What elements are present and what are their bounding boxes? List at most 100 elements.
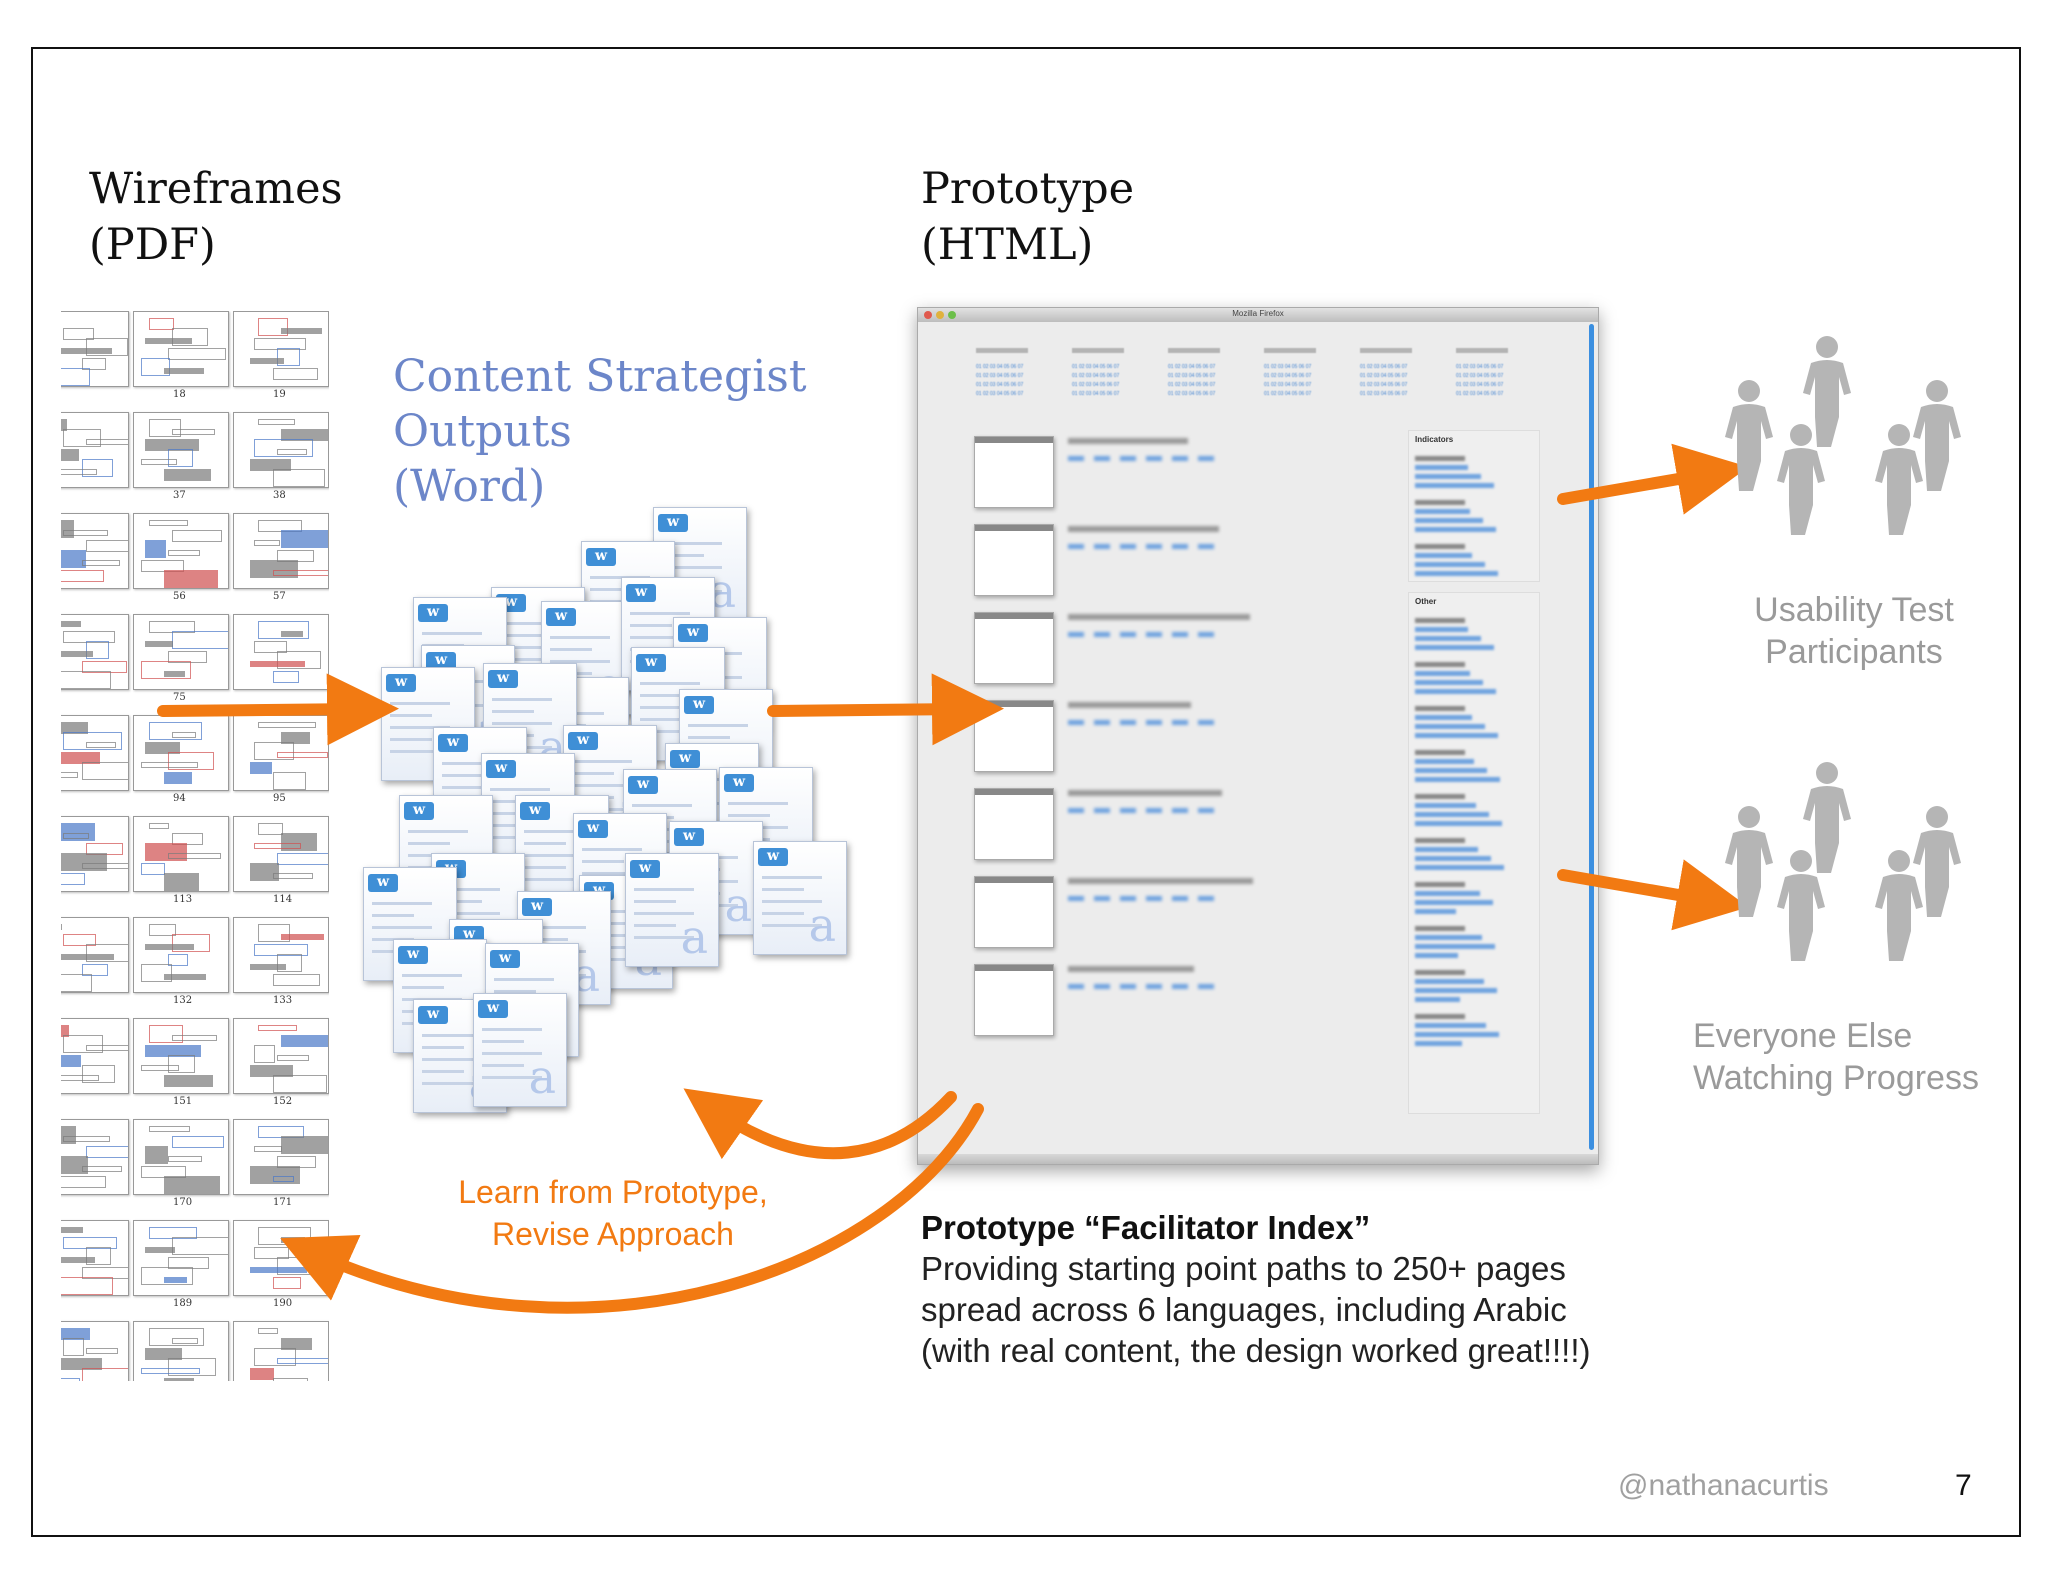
sidebar-link[interactable]	[1415, 733, 1498, 738]
sidebar-link[interactable]	[1415, 500, 1465, 505]
prototype-language-link[interactable]	[1094, 544, 1110, 549]
sidebar-link[interactable]	[1415, 1023, 1486, 1028]
prototype-language-link[interactable]	[1068, 544, 1084, 549]
prototype-language-link[interactable]	[1068, 808, 1084, 813]
sidebar-link[interactable]	[1415, 465, 1468, 470]
prototype-language-link[interactable]	[1094, 720, 1110, 725]
prototype-page-thumb[interactable]	[974, 964, 1054, 1036]
sidebar-link[interactable]	[1415, 759, 1474, 764]
sidebar-link[interactable]	[1415, 900, 1493, 905]
sidebar-link[interactable]	[1415, 671, 1470, 676]
prototype-page-row[interactable]	[974, 612, 1414, 688]
prototype-language-link[interactable]	[1198, 544, 1214, 549]
language-link[interactable]: 01 02 03 04 05 06 07	[1264, 382, 1312, 388]
sidebar-link[interactable]	[1415, 794, 1465, 799]
sidebar-link[interactable]	[1415, 627, 1468, 632]
language-link[interactable]: 01 02 03 04 05 06 07	[1072, 391, 1120, 397]
prototype-language-link[interactable]	[1172, 984, 1188, 989]
sidebar-link[interactable]	[1415, 970, 1465, 975]
sidebar-link[interactable]	[1415, 474, 1481, 479]
prototype-language-link[interactable]	[1094, 456, 1110, 461]
prototype-language-link[interactable]	[1172, 808, 1188, 813]
prototype-language-link[interactable]	[1146, 720, 1162, 725]
prototype-language-link[interactable]	[1120, 456, 1136, 461]
prototype-page-thumb[interactable]	[974, 612, 1054, 684]
prototype-page-row[interactable]	[974, 876, 1414, 952]
prototype-page-row[interactable]	[974, 788, 1414, 864]
sidebar-link[interactable]	[1415, 944, 1495, 949]
sidebar-link[interactable]	[1415, 891, 1480, 896]
sidebar-link[interactable]	[1415, 865, 1504, 870]
sidebar-link[interactable]	[1415, 456, 1465, 461]
language-link[interactable]: 01 02 03 04 05 06 07	[1456, 391, 1504, 397]
sidebar-link[interactable]	[1415, 838, 1465, 843]
prototype-language-link[interactable]	[1120, 544, 1136, 549]
language-link[interactable]: 01 02 03 04 05 06 07	[1168, 364, 1216, 370]
prototype-language-link[interactable]	[1120, 896, 1136, 901]
language-link[interactable]: 01 02 03 04 05 06 07	[976, 391, 1024, 397]
prototype-language-link[interactable]	[1172, 632, 1188, 637]
sidebar-link[interactable]	[1415, 483, 1494, 488]
sidebar-link[interactable]	[1415, 926, 1465, 931]
language-link[interactable]: 01 02 03 04 05 06 07	[1360, 391, 1408, 397]
prototype-language-link[interactable]	[1198, 808, 1214, 813]
prototype-page-thumb[interactable]	[974, 876, 1054, 948]
prototype-language-link[interactable]	[1172, 544, 1188, 549]
prototype-language-link[interactable]	[1068, 632, 1084, 637]
prototype-language-link[interactable]	[1198, 720, 1214, 725]
prototype-language-link[interactable]	[1068, 720, 1084, 725]
prototype-language-link[interactable]	[1146, 808, 1162, 813]
language-link[interactable]: 01 02 03 04 05 06 07	[1168, 382, 1216, 388]
prototype-language-link[interactable]	[1120, 808, 1136, 813]
prototype-language-link[interactable]	[1094, 808, 1110, 813]
sidebar-link[interactable]	[1415, 645, 1494, 650]
language-link[interactable]: 01 02 03 04 05 06 07	[976, 364, 1024, 370]
prototype-language-link[interactable]	[1198, 984, 1214, 989]
prototype-language-link[interactable]	[1146, 544, 1162, 549]
language-link[interactable]: 01 02 03 04 05 06 07	[1072, 382, 1120, 388]
sidebar-link[interactable]	[1415, 856, 1491, 861]
prototype-language-link[interactable]	[1094, 984, 1110, 989]
sidebar-link[interactable]	[1415, 562, 1485, 567]
language-link[interactable]: 01 02 03 04 05 06 07	[1360, 382, 1408, 388]
prototype-language-link[interactable]	[1172, 720, 1188, 725]
prototype-language-link[interactable]	[1120, 984, 1136, 989]
sidebar-link[interactable]	[1415, 803, 1476, 808]
sidebar-link[interactable]	[1415, 988, 1497, 993]
language-link[interactable]: 01 02 03 04 05 06 07	[976, 373, 1024, 379]
language-link[interactable]: 01 02 03 04 05 06 07	[1456, 382, 1504, 388]
prototype-language-link[interactable]	[1146, 984, 1162, 989]
sidebar-link[interactable]	[1415, 935, 1482, 940]
language-link[interactable]: 01 02 03 04 05 06 07	[1168, 373, 1216, 379]
prototype-page-row[interactable]	[974, 436, 1414, 512]
sidebar-link[interactable]	[1415, 689, 1496, 694]
sidebar-link[interactable]	[1415, 544, 1465, 549]
sidebar-link[interactable]	[1415, 750, 1465, 755]
sidebar-link[interactable]	[1415, 571, 1498, 576]
prototype-page-row[interactable]	[974, 524, 1414, 600]
language-link[interactable]: 01 02 03 04 05 06 07	[1360, 373, 1408, 379]
language-link[interactable]: 01 02 03 04 05 06 07	[1264, 391, 1312, 397]
sidebar-link[interactable]	[1415, 636, 1481, 641]
prototype-language-link[interactable]	[1146, 456, 1162, 461]
prototype-page-row[interactable]	[974, 964, 1414, 1040]
sidebar-link[interactable]	[1415, 527, 1496, 532]
prototype-language-link[interactable]	[1198, 896, 1214, 901]
sidebar-link[interactable]	[1415, 662, 1465, 667]
prototype-language-link[interactable]	[1146, 632, 1162, 637]
prototype-language-link[interactable]	[1120, 632, 1136, 637]
sidebar-link[interactable]	[1415, 1032, 1499, 1037]
sidebar-link[interactable]	[1415, 1014, 1465, 1019]
prototype-language-link[interactable]	[1068, 456, 1084, 461]
language-link[interactable]: 01 02 03 04 05 06 07	[1456, 364, 1504, 370]
sidebar-link[interactable]	[1415, 680, 1483, 685]
sidebar-link[interactable]	[1415, 618, 1465, 623]
prototype-language-link[interactable]	[1172, 456, 1188, 461]
sidebar-link[interactable]	[1415, 979, 1484, 984]
prototype-page-thumb[interactable]	[974, 524, 1054, 596]
prototype-language-link[interactable]	[1094, 896, 1110, 901]
sidebar-link[interactable]	[1415, 553, 1472, 558]
language-link[interactable]: 01 02 03 04 05 06 07	[1264, 373, 1312, 379]
sidebar-link[interactable]	[1415, 715, 1472, 720]
sidebar-link[interactable]	[1415, 777, 1500, 782]
